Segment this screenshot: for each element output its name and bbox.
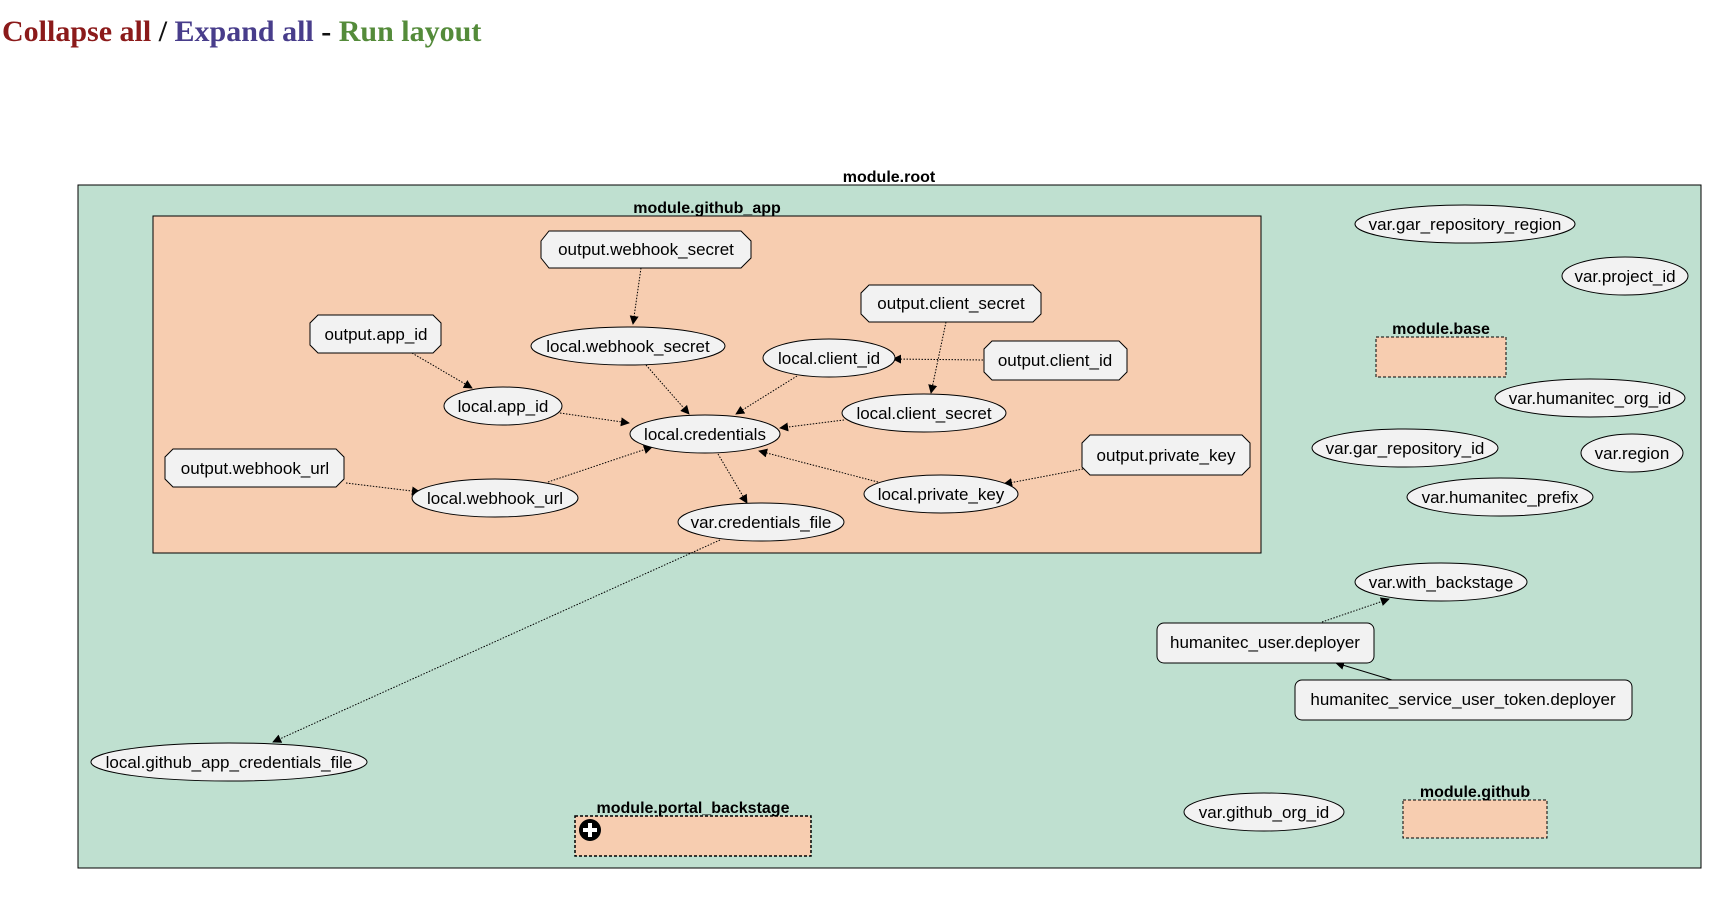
node-humanitec-service-user-token-deployer[interactable]: humanitec_service_user_token.deployer xyxy=(1294,679,1633,721)
node-label: output.client_id xyxy=(998,351,1112,370)
node-label: local.app_id xyxy=(458,397,549,416)
edge xyxy=(345,482,421,496)
node-var-gar-repository-region[interactable]: var.gar_repository_region xyxy=(1354,204,1576,244)
node-label: var.with_backstage xyxy=(1369,573,1514,592)
node-local-private-key[interactable]: local.private_key xyxy=(863,474,1019,514)
node-output-webhook-url[interactable]: output.webhook_url xyxy=(164,448,345,488)
cluster-module-portal-backstage[interactable]: module.portal_backstage xyxy=(574,800,812,857)
node-output-webhook-secret[interactable]: output.webhook_secret xyxy=(540,230,752,269)
toolbar: Collapse all / Expand all - Run layout xyxy=(2,12,481,52)
node-local-client-secret[interactable]: local.client_secret xyxy=(841,393,1007,433)
cluster-label: module.github xyxy=(1420,784,1530,801)
node-label: var.project_id xyxy=(1574,267,1675,286)
edge xyxy=(1003,468,1084,487)
graph-edges xyxy=(272,267,1393,743)
edge xyxy=(629,267,642,325)
toolbar-separator: - xyxy=(313,15,339,48)
node-local-webhook-url[interactable]: local.webhook_url xyxy=(411,478,579,518)
cluster-label: module.base xyxy=(1392,321,1490,338)
node-output-client-id[interactable]: output.client_id xyxy=(983,340,1128,381)
toolbar-separator: / xyxy=(151,15,175,48)
node-humanitec-user-deployer[interactable]: humanitec_user.deployer xyxy=(1156,622,1375,664)
edge xyxy=(892,354,984,364)
collapse-all-link[interactable]: Collapse all xyxy=(2,15,152,48)
cluster-module-base[interactable]: module.base xyxy=(1375,321,1507,378)
node-label: local.credentials xyxy=(644,425,766,444)
node-var-github-org-id[interactable]: var.github_org_id xyxy=(1183,792,1345,832)
node-output-client-secret[interactable]: output.client_secret xyxy=(860,284,1042,323)
node-label: output.private_key xyxy=(1097,446,1236,465)
node-label: local.webhook_secret xyxy=(546,337,710,356)
node-label: output.client_secret xyxy=(877,294,1025,313)
node-label: var.gar_repository_id xyxy=(1326,439,1485,458)
node-label: var.github_org_id xyxy=(1199,803,1329,822)
cluster-module-github[interactable]: module.github xyxy=(1402,784,1548,839)
node-label: var.region xyxy=(1595,444,1670,463)
node-var-humanitec-org-id[interactable]: var.humanitec_org_id xyxy=(1494,378,1686,418)
node-label: var.credentials_file xyxy=(691,513,832,532)
node-var-project-id[interactable]: var.project_id xyxy=(1561,256,1689,296)
cluster-label: module.github_app xyxy=(633,200,781,217)
edge xyxy=(717,453,748,504)
node-var-gar-repository-id[interactable]: var.gar_repository_id xyxy=(1311,428,1499,468)
node-output-private-key[interactable]: output.private_key xyxy=(1081,434,1251,476)
node-label: local.client_id xyxy=(778,349,880,368)
cluster-label: module.root xyxy=(843,169,936,186)
node-local-app-id[interactable]: local.app_id xyxy=(443,386,563,426)
node-label: var.gar_repository_region xyxy=(1369,215,1562,234)
cluster-module-github-app[interactable]: module.github_app xyxy=(152,200,1262,554)
node-label: humanitec_service_user_token.deployer xyxy=(1310,690,1616,709)
node-label: local.client_secret xyxy=(856,404,991,423)
node-label: local.github_app_credentials_file xyxy=(106,753,353,772)
node-local-credentials[interactable]: local.credentials xyxy=(629,414,781,454)
node-label: output.app_id xyxy=(324,325,427,344)
expand-plus-icon[interactable] xyxy=(579,819,601,841)
node-label: local.private_key xyxy=(878,485,1005,504)
node-var-credentials-file[interactable]: var.credentials_file xyxy=(677,502,845,542)
edge xyxy=(645,364,690,415)
node-label: local.webhook_url xyxy=(427,489,563,508)
node-local-client-id[interactable]: local.client_id xyxy=(762,338,896,378)
node-label: output.webhook_url xyxy=(181,459,329,478)
node-label: output.webhook_secret xyxy=(558,240,734,259)
cluster-label: module.portal_backstage xyxy=(597,800,790,817)
node-local-github-app-credentials-file[interactable]: local.github_app_credentials_file xyxy=(90,742,368,782)
node-var-with-backstage[interactable]: var.with_backstage xyxy=(1354,562,1528,602)
edge xyxy=(1335,661,1393,681)
node-output-app-id[interactable]: output.app_id xyxy=(309,314,442,354)
node-label: var.humanitec_prefix xyxy=(1422,488,1579,507)
edge xyxy=(411,352,473,389)
node-local-webhook-secret[interactable]: local.webhook_secret xyxy=(530,326,726,366)
edge xyxy=(547,445,653,483)
node-label: var.humanitec_org_id xyxy=(1509,389,1672,408)
edge xyxy=(928,321,947,394)
run-layout-link[interactable]: Run layout xyxy=(338,15,482,48)
node-var-humanitec-prefix[interactable]: var.humanitec_prefix xyxy=(1406,477,1594,517)
edge xyxy=(272,539,721,743)
expand-all-link[interactable]: Expand all xyxy=(174,15,314,48)
node-var-region[interactable]: var.region xyxy=(1580,433,1684,473)
edge xyxy=(559,412,630,427)
edge xyxy=(758,448,879,483)
node-label: humanitec_user.deployer xyxy=(1170,633,1360,652)
